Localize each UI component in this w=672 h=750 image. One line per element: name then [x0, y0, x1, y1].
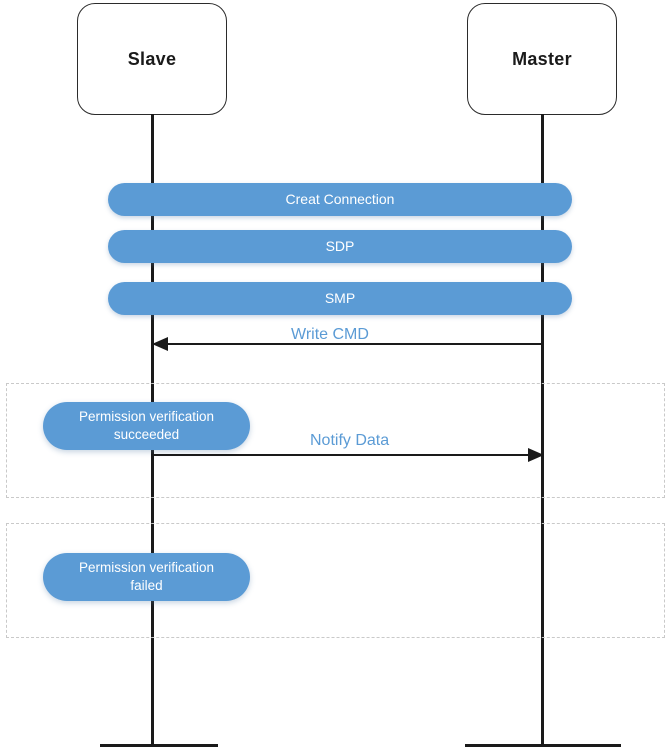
note-line-2: failed — [130, 578, 163, 593]
lifeline-master — [541, 114, 544, 746]
message-bar-sdp[interactable]: SDP — [108, 230, 572, 263]
fragment-success — [6, 383, 665, 498]
note-permission-verification-succeeded[interactable]: Permission verification succeeded — [43, 402, 250, 450]
arrow-line-write-cmd — [158, 343, 542, 346]
participant-label-slave: Slave — [127, 48, 177, 69]
note-line-2: succeeded — [113, 427, 180, 442]
fragment-failure — [6, 523, 665, 638]
message-bar-label-smp: SMP — [324, 290, 356, 307]
note-permission-verification-failed[interactable]: Permission verification failed — [43, 553, 250, 601]
message-bar-label-create-connection: Creat Connection — [285, 191, 395, 208]
note-label-permission-verification-failed: Permission verification failed — [79, 559, 214, 595]
participant-box-slave[interactable]: Slave — [77, 3, 227, 115]
arrow-label-write-cmd: Write CMD — [291, 326, 369, 343]
lifeline-foot-master — [465, 744, 621, 747]
note-line-1: Permission verification — [78, 559, 215, 575]
arrow-label-notify-data: Notify Data — [310, 432, 390, 449]
message-bar-label-sdp: SDP — [325, 238, 355, 255]
note-line-1: Permission verification — [78, 408, 215, 424]
message-bar-create-connection[interactable]: Creat Connection — [108, 183, 572, 216]
arrow-head-notify-data — [528, 448, 544, 462]
lifeline-foot-slave — [100, 744, 218, 747]
participant-box-master[interactable]: Master — [467, 3, 617, 115]
note-label-permission-verification-succeeded: Permission verification succeeded — [79, 408, 214, 444]
participant-label-master: Master — [512, 48, 572, 69]
message-bar-smp[interactable]: SMP — [108, 282, 572, 315]
arrow-line-notify-data — [151, 454, 535, 457]
arrow-head-write-cmd — [152, 337, 168, 351]
